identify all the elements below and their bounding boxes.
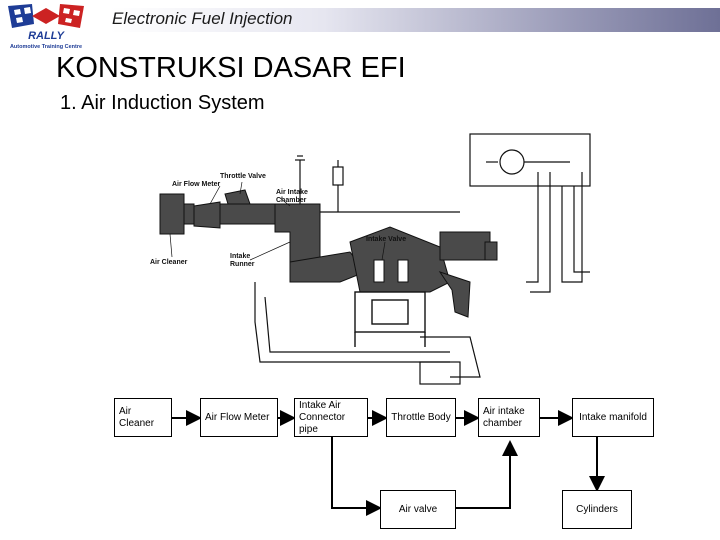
label-intake-valve: Intake Valve <box>366 236 406 243</box>
header-bar <box>110 8 720 32</box>
flow-box-throttle-body-label: Throttle Body <box>391 411 451 423</box>
flow-box-air-cleaner-label: Air Cleaner <box>119 405 155 429</box>
flow-box-intake-air-connector-pipe: Intake Air Connector pipe <box>294 398 368 437</box>
flow-box-intake-manifold: Intake manifold <box>572 398 654 437</box>
engine-air-induction-diagram: Throttle Valve Air Flow Meter Air Intake… <box>150 133 591 385</box>
logo-subtext: Automotive Training Centre <box>10 44 82 50</box>
arrow-airvalve-to-chamber <box>456 440 518 509</box>
flow-box-air-flow-meter: Air Flow Meter <box>200 398 278 437</box>
slide-title: KONSTRUKSI DASAR EFI <box>56 52 406 84</box>
flow-box-air-cleaner: Air Cleaner <box>114 398 172 437</box>
flow-box-intake-air-connector-pipe-label: Intake Air Connector pipe <box>299 399 346 435</box>
rally-logo: RALLY Automotive Training Centre <box>8 4 84 50</box>
label-air-intake-chamber-line2: Chamber <box>276 197 307 204</box>
label-air-intake-chamber-line1: Air Intake <box>276 189 308 196</box>
logo-text: RALLY <box>28 30 66 42</box>
section-title: 1. Air Induction System <box>60 92 265 114</box>
label-air-cleaner: Air Cleaner <box>150 259 188 266</box>
flow-box-throttle-body: Throttle Body <box>386 398 456 437</box>
flow-box-air-valve: Air valve <box>380 490 456 529</box>
flow-box-air-flow-meter-label: Air Flow Meter <box>205 411 270 423</box>
header-title: Electronic Fuel Injection <box>112 9 293 28</box>
label-throttle-valve: Throttle Valve <box>220 173 266 180</box>
flow-box-air-intake-chamber-label: Air intake chamber <box>483 405 525 429</box>
checkered-flag-icon <box>8 4 84 28</box>
flow-box-cylinders: Cylinders <box>562 490 632 529</box>
flow-box-air-intake-chamber: Air intake chamber <box>478 398 540 437</box>
label-intake-runner-line2: Runner <box>230 261 255 268</box>
flow-box-air-valve-label: Air valve <box>398 503 438 515</box>
flow-box-cylinders-label: Cylinders <box>576 503 618 515</box>
arrow-pipe-to-airvalve <box>331 437 382 516</box>
label-intake-runner-line1: Intake <box>230 253 250 260</box>
flow-box-intake-manifold-label: Intake manifold <box>579 411 647 423</box>
label-air-flow-meter: Air Flow Meter <box>172 181 221 188</box>
